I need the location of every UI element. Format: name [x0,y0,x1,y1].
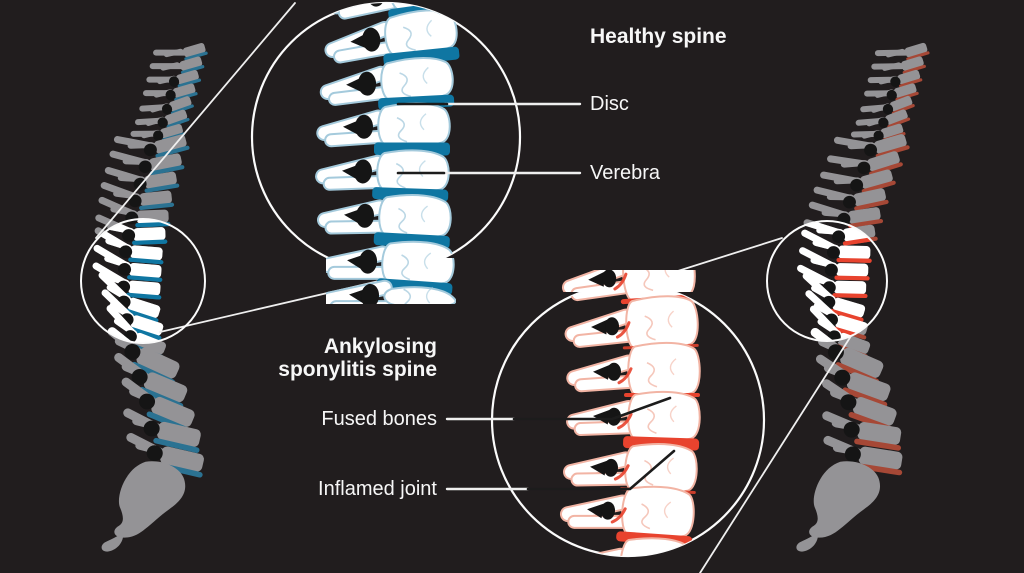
fused-bones-label: Fused bones [321,408,437,430]
small-circle-healthy [80,218,206,344]
as-spine-illustration-sacrum [796,461,881,552]
disc-label: Disc [590,93,629,115]
healthy-vertebrae-inset [315,3,465,304]
magnifier-line-left-upper [95,2,296,239]
as-spine-highlight [797,221,884,341]
inflamed-joint-pointer [526,449,676,491]
magnifier-line-right-lower [699,335,852,573]
healthy-spine-illustration [92,43,208,552]
healthy-spine-illustration-sacrum [101,461,186,552]
small-circle-as [766,220,888,342]
fused-bones-pointer [512,396,672,421]
healthy-spine-title: Healthy spine [590,25,727,48]
ankylosing-spondylitis-title: Ankylosing sponylitis spine [278,335,437,381]
healthy-spine-highlight [92,219,171,343]
inflamed-joint-label: Inflamed joint [318,478,437,500]
as-vertebrae-inset [557,270,701,556]
vertebra-label: Verebra [590,162,661,184]
